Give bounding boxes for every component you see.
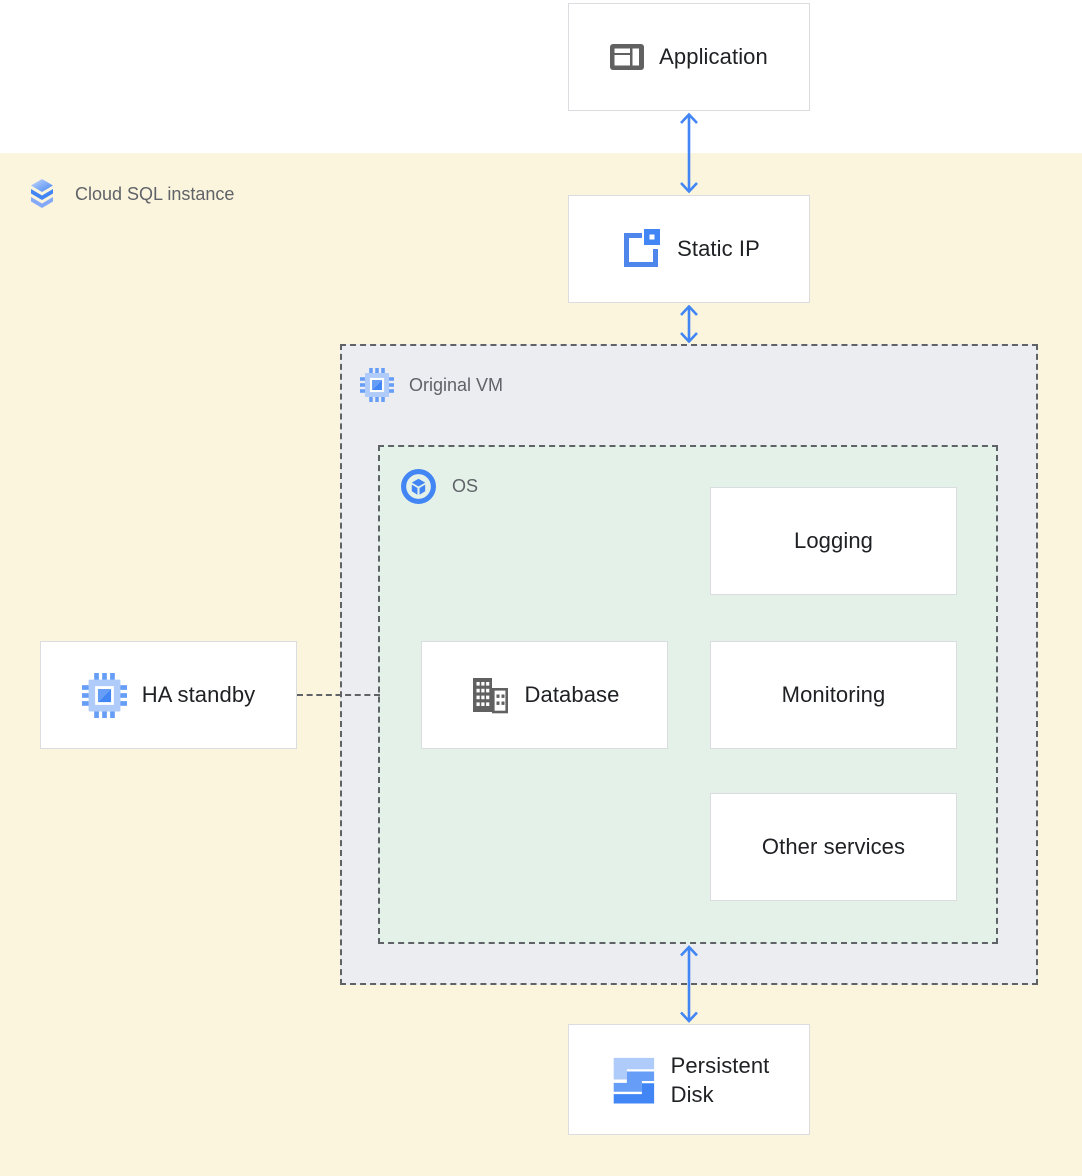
other-services-node: Other services (710, 793, 957, 901)
dashed-link-hastandby-os (297, 694, 380, 696)
persistent-disk-icon (613, 1057, 654, 1103)
other-services-label: Other services (761, 834, 906, 859)
datacenter-icon (472, 678, 508, 714)
static-ip-icon (624, 229, 661, 267)
arrow-application-staticip (680, 112, 698, 194)
persistent-disk-node: Persistent Disk (568, 1024, 810, 1135)
logging-label: Logging (794, 528, 873, 553)
application-label: Application (659, 44, 768, 69)
compute-engine-icon (360, 368, 394, 402)
ha-standby-label: HA standby (141, 682, 256, 707)
os-icon (401, 469, 436, 504)
application-node: Application (568, 3, 810, 111)
os-zone-label-text: OS (452, 476, 479, 496)
cloud-sql-icon (31, 179, 53, 208)
original-vm-zone-label-text: Original VM (409, 374, 504, 395)
static-ip-label: Static IP (677, 236, 760, 261)
logging-node: Logging (710, 487, 957, 595)
arrow-os-persistentdisk (680, 945, 698, 1023)
monitoring-node: Monitoring (710, 641, 957, 749)
database-node: Database (421, 641, 668, 749)
persistent-disk-label: Persistent Disk (671, 1051, 770, 1109)
cloud-sql-zone-label: Cloud SQL instance (24, 176, 234, 212)
os-zone-label: OS (400, 468, 478, 505)
persistent-disk-label-line2: Disk (670, 1081, 714, 1107)
application-icon (610, 44, 645, 70)
arrow-staticip-vm (680, 305, 698, 343)
monitoring-label: Monitoring (781, 682, 886, 707)
persistent-disk-label-line1: Persistent (670, 1052, 770, 1078)
database-label: Database (524, 682, 620, 707)
static-ip-node: Static IP (568, 195, 810, 303)
compute-engine-icon (81, 672, 127, 718)
original-vm-zone-label: Original VM (360, 368, 503, 402)
cloud-sql-zone-label-text: Cloud SQL instance (75, 183, 235, 204)
ha-standby-node: HA standby (40, 641, 297, 749)
